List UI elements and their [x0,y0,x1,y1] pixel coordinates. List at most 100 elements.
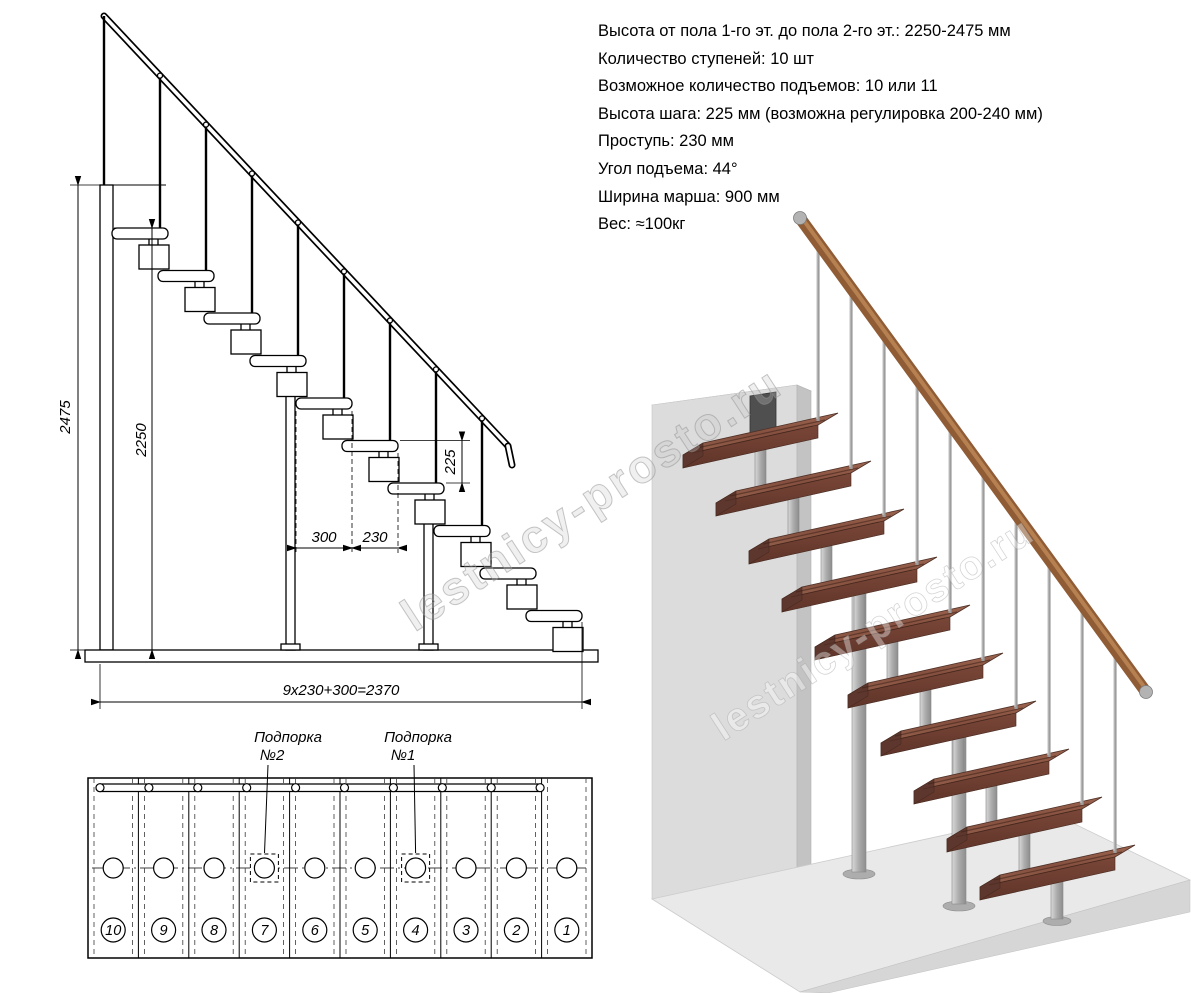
module-box [230,329,262,355]
tread-end [913,778,935,805]
leader-line [264,764,269,854]
wood-grain [696,419,826,449]
support2-label-line1: Подпорка [254,729,322,746]
rail-baluster-plan [291,783,301,793]
step-number: 7 [260,923,269,939]
support2-label-line2: №2 [260,747,285,764]
baluster-joint [478,415,486,422]
module-box [460,541,492,568]
dim-rise: 225 [442,449,459,476]
plan-strips [93,778,587,958]
tread [295,397,353,410]
tread [387,482,445,495]
tread-end [946,826,968,853]
wood-grain [889,713,1012,742]
step-number-circle [201,917,227,943]
baluster-joint [294,219,302,226]
step-number: 6 [311,923,320,939]
module-box [276,371,308,398]
handrail-cap-bottom [1139,685,1153,699]
dim-rail-height: 2250 [133,423,150,458]
module-box [184,286,216,313]
plan-rail-balusters [95,783,545,793]
wood-grain [922,761,1045,790]
support-foot [280,643,301,651]
specifications: Высота от пола 1-го эт. до пола 2-го эт.… [598,18,1183,239]
step-number: 10 [105,923,121,939]
module-circle [405,857,427,879]
module-circle [253,857,275,879]
step-number-circle [352,917,378,943]
tread-end [880,730,902,757]
step-number-circle [503,917,530,943]
wood-grain [762,515,892,545]
tread-end [748,538,770,565]
dim-run: 230 [361,529,388,546]
module-circle [505,857,528,879]
step-number: 1 [563,923,571,939]
wood-grain [856,665,979,694]
plan-support-labels: Подпорка №2 Подпорка №1 [254,729,452,854]
rail-baluster-plan [535,783,545,793]
spec-line-weight: Вес: ≈100кг [598,215,686,234]
iso-stairs [682,240,1136,901]
module-circle [354,857,376,879]
tread-end [682,442,704,469]
plan-handrail-bar [95,783,543,793]
step-number-circle [453,917,479,943]
step-number-circle [403,917,429,943]
module-circle [153,857,175,879]
ground-slab [84,649,599,663]
tread-end [979,874,1001,901]
step-number: 5 [361,923,370,939]
module-box [368,456,400,483]
handrail-3d [793,211,1153,699]
step-number-circle [100,917,126,943]
wood-grain [927,755,1057,785]
spec-line-rise-count: Возможное количество подъемов: 10 или 11 [598,77,938,96]
support-leg [285,392,296,651]
tread-end [847,682,869,709]
rail-baluster-plan [95,783,105,793]
spec-line-height-range: Высота от пола 1-го эт. до пола 2-го эт.… [598,22,1011,40]
support-plate [401,853,431,883]
module-circle [455,857,477,879]
leader-line [413,764,417,854]
dim-total-height: 2475 [57,400,74,435]
wood-grain [861,659,991,689]
handrail-core [102,14,510,448]
rail-baluster-plan [144,783,154,793]
baluster-joint [202,121,210,128]
tread-end [715,490,737,517]
module-box [414,499,446,525]
step-number: 8 [210,923,218,939]
rail-baluster-plan [388,783,398,793]
rail-baluster-plan [242,783,252,793]
tread-end [781,586,803,613]
wood-grain [823,617,946,646]
module-box [322,414,354,440]
module-box [138,244,170,270]
elevation-steps [111,72,584,653]
baluster-joint [156,72,164,79]
iso-render [650,211,1191,993]
module-box [552,626,584,653]
module-box [506,584,538,610]
spec-line-step-height: Высота шага: 225 мм (возможна регулировк… [598,104,1043,123]
tread [479,567,537,580]
step-number: 3 [462,923,470,939]
module-circle [556,857,578,879]
rail-baluster-plan [339,783,350,793]
wood-grain [795,563,925,593]
baluster-joint [248,170,256,177]
wood-grain [790,569,913,598]
wall-side-face [796,384,812,877]
step-number: 9 [160,923,168,939]
wood-grain [724,473,847,502]
elevation-view: 2475 2250 225 300 230 9x230+300=2370 [57,12,599,709]
wood-grain [955,809,1078,838]
module-circle [102,857,124,879]
module-circle [203,857,225,879]
support-plate [249,853,279,883]
